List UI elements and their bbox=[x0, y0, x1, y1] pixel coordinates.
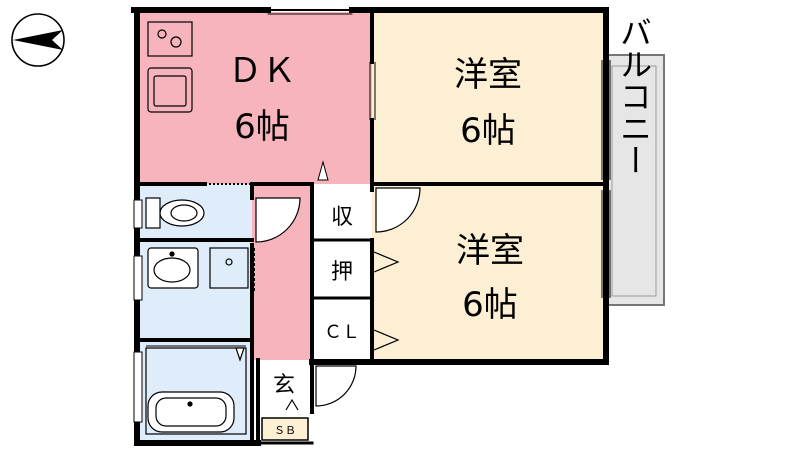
storage-closet bbox=[312, 184, 372, 359]
dk-room-size: 6帖 bbox=[234, 107, 290, 147]
western-bottom-size: 6帖 bbox=[462, 285, 518, 325]
balcony-area bbox=[603, 54, 665, 306]
oshiire-label: 押 bbox=[331, 260, 353, 285]
shoebox bbox=[261, 417, 309, 441]
balcony-label: バルコニー bbox=[615, 16, 653, 176]
dk-room-name: ＤＫ bbox=[228, 51, 296, 91]
washbasin-icon bbox=[147, 247, 199, 289]
closet-label: ＣＬ bbox=[324, 322, 360, 343]
western-top-size: 6帖 bbox=[460, 111, 516, 151]
western-bottom-name: 洋室 bbox=[456, 231, 524, 271]
entry-arrow-icon bbox=[317, 160, 329, 181]
north-arrow-icon bbox=[11, 13, 65, 67]
stove-icon bbox=[147, 21, 193, 57]
sink-icon bbox=[147, 67, 193, 113]
toilet-icon bbox=[145, 197, 205, 229]
shoebox-label: ＳＢ bbox=[274, 424, 296, 437]
western-top-name: 洋室 bbox=[454, 55, 522, 95]
entrance-area bbox=[258, 360, 312, 420]
washing-machine-pan-icon bbox=[209, 247, 254, 292]
entrance-label: 玄 bbox=[273, 373, 295, 398]
western-room-top bbox=[372, 12, 604, 184]
storage-label: 収 bbox=[331, 205, 353, 230]
bathtub-icon bbox=[145, 345, 247, 435]
